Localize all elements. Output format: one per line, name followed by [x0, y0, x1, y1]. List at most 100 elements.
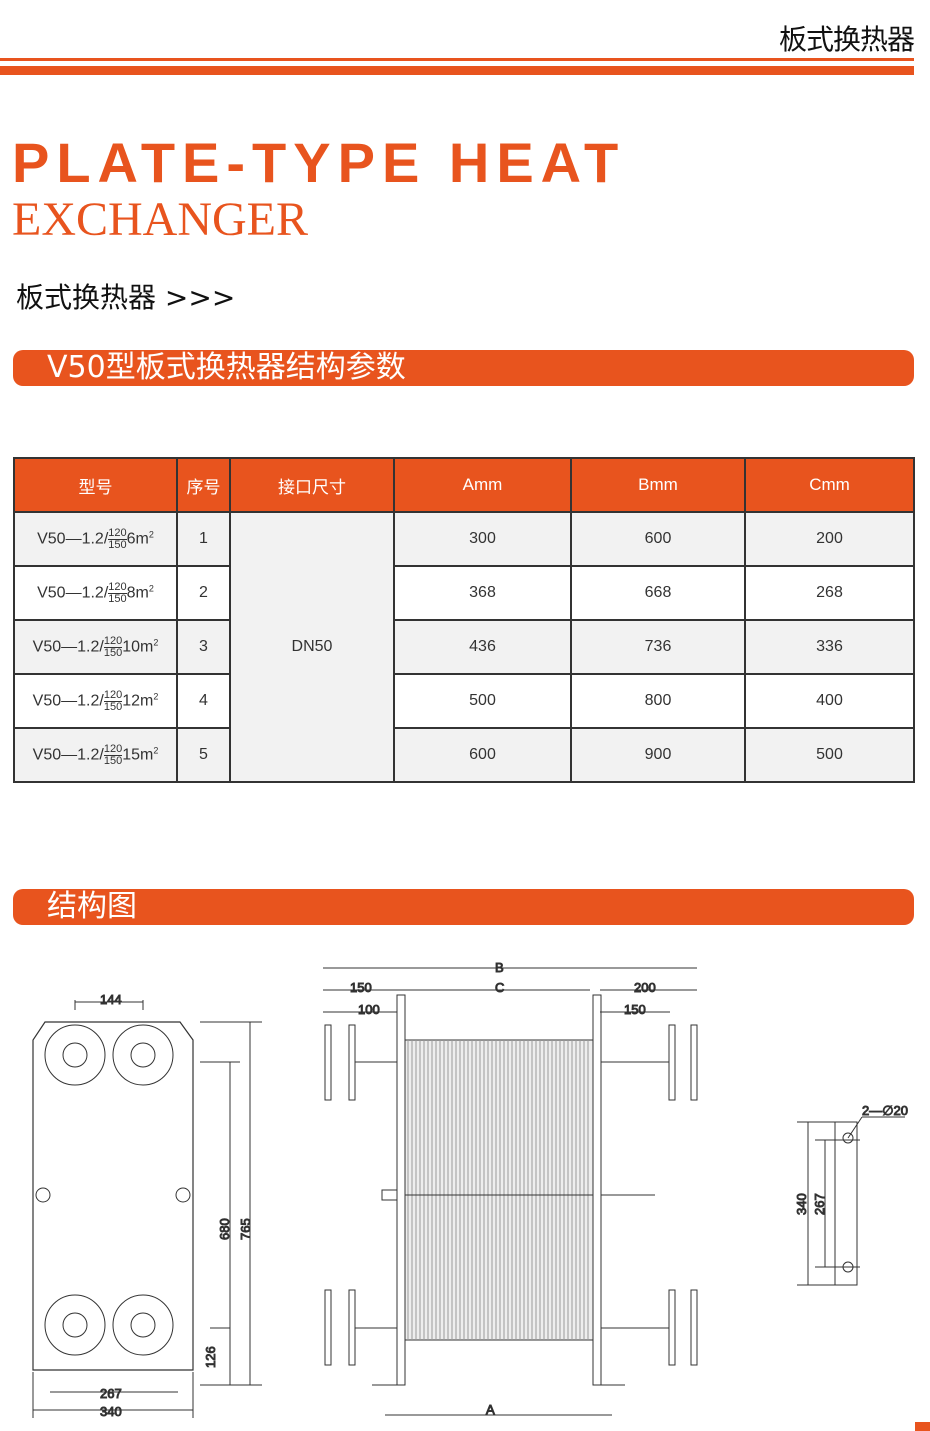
cell-b: 736 [570, 619, 746, 675]
dim-B: B [495, 960, 504, 975]
model-prefix: V50—1.2/ [37, 530, 109, 548]
area-exponent: 2 [148, 528, 154, 539]
cell-no: 3 [176, 619, 231, 675]
plate-drawing [32, 1000, 262, 1418]
dim-765: 765 [238, 1218, 253, 1240]
col-header-model: 型号 [13, 457, 178, 513]
model-prefix: V50—1.2/ [32, 692, 104, 710]
area-exponent: 2 [148, 582, 154, 593]
dim-bar-267: 267 [812, 1193, 827, 1215]
section-header-params: V50型板式换热器结构参数 [13, 350, 914, 386]
dim-680: 680 [217, 1218, 232, 1240]
fraction-denominator: 150 [103, 700, 123, 713]
fraction-denominator: 150 [103, 646, 123, 659]
model-area: 10m [122, 638, 154, 656]
cell-b: 668 [570, 565, 746, 621]
cell-no: 1 [176, 511, 231, 567]
cell-c: 200 [744, 511, 915, 567]
area-exponent: 2 [153, 636, 159, 647]
fraction-numerator: 120 [103, 742, 123, 756]
cell-no: 4 [176, 673, 231, 729]
dim-340: 340 [100, 1404, 122, 1419]
fraction-denominator: 150 [103, 754, 123, 767]
page-title-line2: EXCHANGER [12, 193, 308, 246]
model-area: 15m [122, 746, 154, 764]
fraction-numerator: 120 [108, 580, 127, 594]
cell-a: 368 [393, 565, 572, 621]
header-rule-thin [0, 58, 914, 61]
area-exponent: 2 [153, 690, 159, 701]
section-title: 结构图 [47, 889, 137, 924]
dim-150-left: 150 [350, 980, 372, 995]
structure-drawing: 144 680 765 126 267 340 B C A 150 100 20… [32, 960, 930, 1431]
cell-no: 5 [176, 727, 231, 783]
dim-200: 200 [634, 980, 656, 995]
cell-a: 500 [393, 673, 572, 729]
fraction-numerator: 120 [103, 634, 123, 648]
dim-A: A [486, 1402, 495, 1417]
col-header-connection: 接口尺寸 [229, 457, 395, 513]
fraction-denominator: 150 [108, 592, 127, 605]
section-header-structure: 结构图 [13, 889, 914, 925]
dim-bar-340: 340 [794, 1193, 809, 1215]
frame-drawing [323, 967, 698, 1416]
fraction-numerator: 120 [108, 526, 127, 540]
guide-bar-drawing [797, 1116, 905, 1286]
col-header-no: 序号 [176, 457, 231, 513]
cell-connection: DN50 [229, 511, 395, 783]
header-title: 板式换热器 [778, 23, 915, 56]
cell-c: 400 [744, 673, 915, 729]
fraction-denominator: 150 [108, 538, 127, 551]
model-prefix: V50—1.2/ [32, 746, 104, 764]
dim-126: 126 [203, 1346, 218, 1368]
cell-c: 268 [744, 565, 915, 621]
header-rule-thick [0, 66, 914, 75]
model-area: 6m [126, 530, 149, 548]
dim-150-right: 150 [624, 1002, 646, 1017]
cell-b: 900 [570, 727, 746, 783]
model-area: 8m [126, 584, 149, 602]
cell-b: 800 [570, 673, 746, 729]
page-title-line1: PLATE-TYPE HEAT [12, 131, 626, 194]
col-header-c: Cmm [744, 457, 915, 513]
fraction-numerator: 120 [103, 688, 123, 702]
area-exponent: 2 [153, 744, 159, 755]
cell-a: 436 [393, 619, 572, 675]
cell-a: 600 [393, 727, 572, 783]
col-header-b: Bmm [570, 457, 746, 513]
section-title: V50型板式换热器结构参数 [47, 350, 406, 385]
model-prefix: V50—1.2/ [37, 584, 109, 602]
model-prefix: V50—1.2/ [32, 638, 104, 656]
cell-no: 2 [176, 565, 231, 621]
cell-a: 300 [393, 511, 572, 567]
dim-C: C [495, 980, 504, 995]
dim-hole: 2—∅20 [862, 1103, 908, 1118]
model-area: 12m [122, 692, 154, 710]
table-header-row: 型号 序号 接口尺寸 Amm Bmm Cmm [13, 457, 915, 513]
dim-267: 267 [100, 1386, 122, 1401]
col-header-a: Amm [393, 457, 572, 513]
dim-100: 100 [358, 1002, 380, 1017]
cell-c: 500 [744, 727, 915, 783]
cell-c: 336 [744, 619, 915, 675]
corner-mark [915, 1422, 930, 1431]
dim-144: 144 [100, 992, 122, 1007]
cell-b: 600 [570, 511, 746, 567]
page-subtitle: 板式换热器 >>> [16, 281, 236, 314]
